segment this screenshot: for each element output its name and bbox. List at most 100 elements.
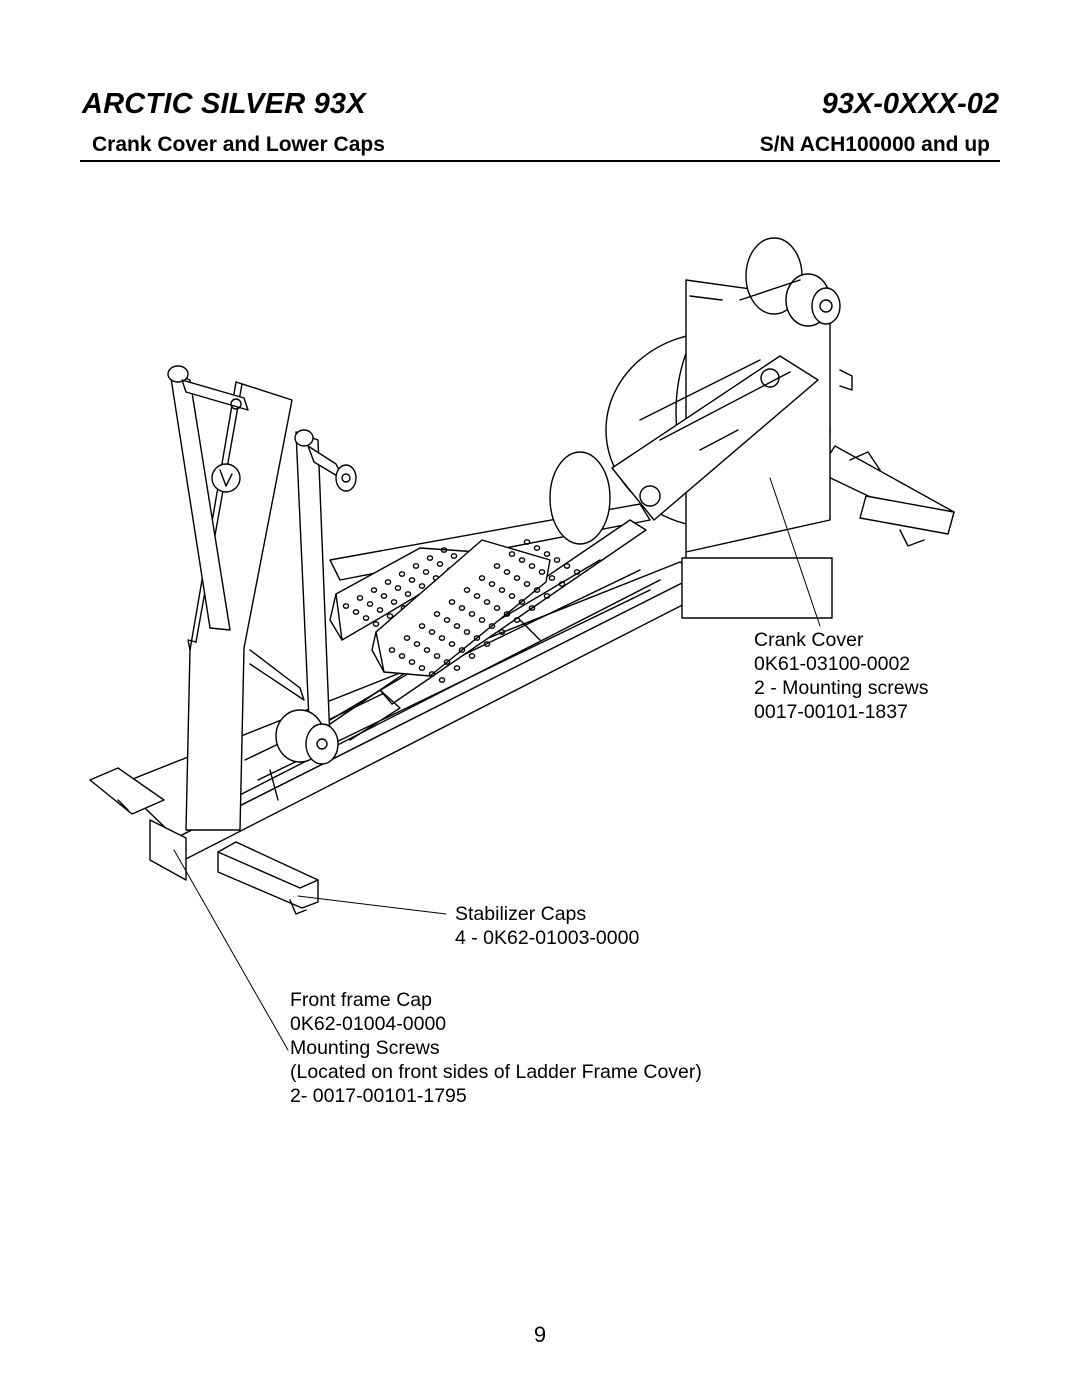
pedal-hole: [518, 599, 526, 605]
pedal-hole: [404, 591, 412, 597]
pedal-hole: [403, 635, 411, 641]
pedal-hole: [408, 577, 416, 583]
stabilizer-caps-name: Stabilizer Caps: [455, 903, 587, 925]
pedal-hole: [473, 593, 481, 599]
pedal-hole: [380, 593, 388, 599]
serial-range: S/N ACH100000 and up: [759, 133, 990, 156]
crank-cover-name: Crank Cover: [754, 629, 864, 651]
pedal-hole: [468, 611, 476, 617]
pedal-hole: [386, 613, 394, 619]
crank-cover-callout: Crank Cover 0K61-03100-0002 2 - Mounting…: [754, 628, 928, 724]
pedal-hole: [483, 641, 491, 647]
pedal-hole: [418, 623, 426, 629]
pedal-hole: [503, 569, 511, 575]
pedal-hole: [538, 569, 546, 575]
pedal-hole: [372, 621, 380, 627]
pedal-hole: [438, 677, 446, 683]
pedal-hole: [533, 545, 541, 551]
pedal-hole: [428, 629, 436, 635]
pedal-hole: [453, 623, 461, 629]
page-number: 9: [533, 1322, 547, 1347]
front-frame-cap-screws: Mounting Screws: [290, 1037, 440, 1059]
pedal-hole: [493, 605, 501, 611]
pedal-hole: [508, 551, 516, 557]
pedal-hole: [352, 609, 360, 615]
pedal-hole: [553, 557, 561, 563]
pedal-hole: [468, 653, 476, 659]
pedal-hole: [543, 593, 551, 599]
pedal-hole: [428, 671, 436, 677]
pedal-hole: [423, 647, 431, 653]
pedal-hole: [426, 555, 434, 561]
pedal-hole: [473, 635, 481, 641]
pedal-hole: [356, 595, 364, 601]
section-title: Crank Cover and Lower Caps: [92, 133, 385, 156]
pedal-hole: [394, 585, 402, 591]
pedal-hole: [563, 563, 571, 569]
pedal-hole: [438, 635, 446, 641]
callout-leader-lines: [173, 477, 821, 1051]
pedal-hole: [493, 563, 501, 569]
pedal-hole: [513, 617, 521, 623]
pedal-hole: [523, 581, 531, 587]
pedal-hole: [548, 575, 556, 581]
pedal-hole: [418, 583, 426, 589]
pedal-hole: [483, 599, 491, 605]
pedal-hole: [458, 647, 466, 653]
flywheel-hub: [739, 237, 853, 391]
front-frame-cap-screws-part: 2- 0017-00101-1795: [290, 1085, 467, 1107]
pedal-hole: [398, 653, 406, 659]
pedal-hole: [376, 607, 384, 613]
pedal-hole: [412, 563, 420, 569]
pedal-hole: [518, 557, 526, 563]
pedal-hole: [488, 623, 496, 629]
pedal-hole: [453, 665, 461, 671]
pedal-hole: [450, 553, 458, 559]
pedal-hole: [543, 551, 551, 557]
header-rule: [80, 160, 1000, 162]
pedal-hole: [366, 601, 374, 607]
pedal-hole: [408, 659, 416, 665]
stabilizer-caps-part: 4 - 0K62-01003-0000: [455, 927, 640, 949]
front-wheel: [249, 649, 401, 765]
model-title: ARCTIC SILVER 93X: [82, 88, 366, 120]
front-frame-cap-note: (Located on front sides of Ladder Frame …: [290, 1061, 702, 1083]
pedal-hole: [463, 587, 471, 593]
pedal-hole: [418, 665, 426, 671]
crank-cover-part: 0K61-03100-0002: [754, 653, 911, 675]
model-code: 93X-0XXX-02: [821, 88, 999, 120]
pedal-hole: [503, 611, 511, 617]
pedal-hole: [523, 539, 531, 545]
crank-cover-screws: 2 - Mounting screws: [754, 677, 929, 699]
pedal-hole: [433, 611, 441, 617]
pedal-hole: [422, 569, 430, 575]
right-pedal: [371, 539, 581, 683]
pedal-hole: [448, 599, 456, 605]
pedal-hole: [390, 599, 398, 605]
pedal-hole: [558, 581, 566, 587]
pedal-hole: [498, 587, 506, 593]
handle-arm-left: [167, 365, 249, 631]
pedal-hole: [463, 629, 471, 635]
pedal-hole: [433, 653, 441, 659]
pedal-hole: [388, 647, 396, 653]
pedal-hole: [513, 575, 521, 581]
front-frame-cap-name: Front frame Cap: [290, 989, 432, 1011]
pedal-hole: [478, 617, 486, 623]
pedal-hole: [436, 561, 444, 567]
front-upright: [185, 381, 293, 831]
pedal-hole: [573, 569, 581, 575]
pedal-hole: [413, 641, 421, 647]
pedal-hole: [443, 617, 451, 623]
rear-base-bar: [817, 445, 955, 547]
pedal-hole: [448, 641, 456, 647]
pedal-hole: [342, 603, 350, 609]
pedal-hole: [498, 629, 506, 635]
pedal-hole: [478, 575, 486, 581]
pedal-hole: [398, 571, 406, 577]
crank-arm: [611, 355, 819, 521]
front-frame-cap-callout: Front frame Cap 0K62-01004-0000 Mounting…: [290, 988, 702, 1108]
pedal-hole: [528, 605, 536, 611]
pedal-hole: [443, 659, 451, 665]
